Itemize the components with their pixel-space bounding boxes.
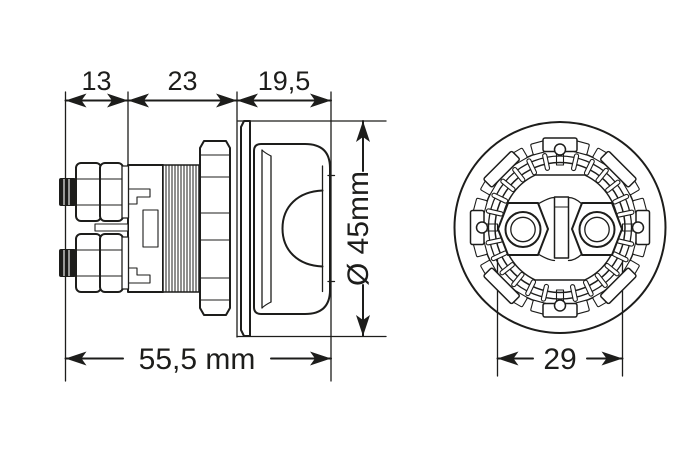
cardinal-tabs [469, 137, 651, 318]
front-view [453, 121, 667, 334]
terminal-stud-upper [59, 162, 130, 222]
diagonal-tabs [483, 150, 637, 305]
terminal-right [571, 202, 623, 256]
dimensions: 13 23 19,5 55,5 mm Ø 45mm 29 [64, 66, 624, 376]
threaded-neck [162, 164, 200, 293]
castellation-teeth [472, 140, 648, 315]
dim-label-23: 23 [167, 66, 197, 96]
switch-body [94, 164, 164, 293]
flange-outline [453, 121, 667, 334]
dim-label-spacing: 29 [543, 343, 576, 376]
dim-label-13: 13 [81, 66, 111, 96]
mounting-nut [199, 140, 231, 316]
dim-label-diameter: Ø 45mm [342, 171, 375, 286]
bezel-flange [240, 120, 251, 337]
knob-grip [281, 189, 324, 268]
terminal-left [497, 202, 549, 256]
knob [253, 143, 336, 315]
dim-label-overall: 55,5 mm [139, 343, 256, 376]
dim-label-19-5: 19,5 [258, 66, 311, 96]
terminal-stud-lower [59, 233, 130, 293]
slot-ring [485, 153, 635, 302]
side-view [59, 120, 336, 337]
center-divider [553, 196, 570, 259]
terminal-bridge [537, 196, 583, 262]
